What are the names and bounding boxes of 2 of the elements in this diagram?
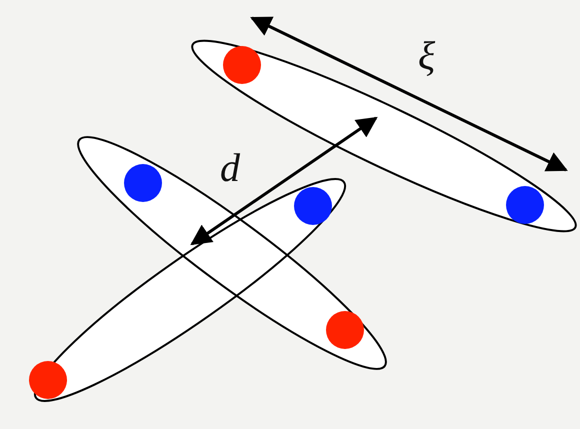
length-label: ξ <box>418 36 436 76</box>
distance-label: d <box>220 148 240 188</box>
